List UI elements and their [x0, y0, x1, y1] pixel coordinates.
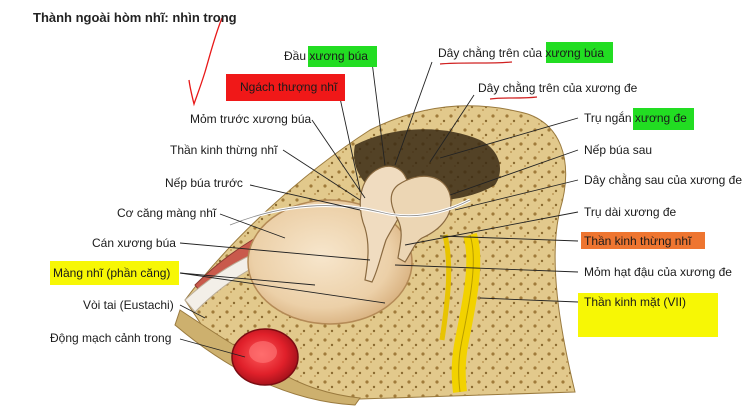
label-xuong-de-text: xương đe [634, 111, 687, 125]
label-mang-nhi: Màng nhĩ (phần căng) [53, 266, 171, 280]
page-title: Thành ngoài hòm nhĩ: nhìn trong [33, 10, 237, 25]
label-mom-hat-dau: Mỏm hạt đậu của xương đe [584, 265, 732, 279]
underline-2 [489, 96, 538, 100]
highlight-tru-ngan [633, 108, 694, 130]
facial-nerve-branch [439, 234, 452, 341]
label-tru-ngan-xuong-de: Trụ ngắn xương đe [584, 111, 687, 126]
label-tru-ngan-text: Trụ ngắn [584, 111, 635, 125]
underline-1 [439, 61, 513, 65]
label-dong-mach-canh-trong: Động mạch cảnh trong [50, 331, 172, 345]
label-dau-xuong-bua: Đầu xương búa [284, 49, 368, 64]
label-voi-tai: Vòi tai (Eustachi) [83, 298, 174, 312]
highlight-day-chang-tren-xb [546, 42, 613, 63]
label-than-kinh-mat: Thần kinh mặt (VII) [584, 295, 687, 309]
label-ngach-thuong-nhi: Ngách thượng nhĩ [240, 80, 338, 94]
label-xuong-bua-text: xương búa [309, 49, 368, 63]
highlight-mang-nhi [50, 261, 179, 285]
highlight-than-kinh-thung-nhi [581, 232, 705, 249]
label-day-chang-sau-xuong-de: Dây chằng sau của xương đe [584, 173, 742, 187]
highlight-than-kinh-mat [578, 293, 718, 337]
label-day-chang-tren-xuong-bua: Dây chằng trên của xương búa [438, 46, 604, 61]
incus [390, 175, 452, 263]
label-co-cang-mang-nhi: Cơ căng màng nhĩ [117, 206, 217, 220]
label-dau-text: Đầu [284, 49, 310, 63]
label-mom-truoc-xuong-bua: Mỏm trước xương búa [190, 112, 312, 126]
label-than-kinh-thung-nhi-left: Thần kinh thừng nhĩ [170, 143, 278, 157]
label-nep-bua-truoc: Nếp búa trước [165, 176, 243, 190]
highlight-dau-xuong-bua [308, 46, 377, 67]
label-nep-bua-sau: Nếp búa sau [584, 143, 653, 157]
highlight-ngach-thuong-nhi [226, 74, 345, 101]
label-can-xuong-bua: Cán xương búa [92, 236, 176, 250]
label-xuong-bua-text-2: xương búa [545, 46, 605, 60]
label-day-chang-tren-xuong-de: Dây chằng trên của xương đe [478, 81, 638, 95]
label-than-kinh-thung-nhi-right: Thần kinh thừng nhĩ [584, 234, 692, 248]
leader-lines [179, 61, 579, 358]
label-day-chang-tren-text: Dây chằng trên của [438, 46, 546, 60]
annotation-mark [188, 17, 223, 107]
label-tru-dai-xuong-de: Trụ dài xương đe [584, 205, 677, 219]
